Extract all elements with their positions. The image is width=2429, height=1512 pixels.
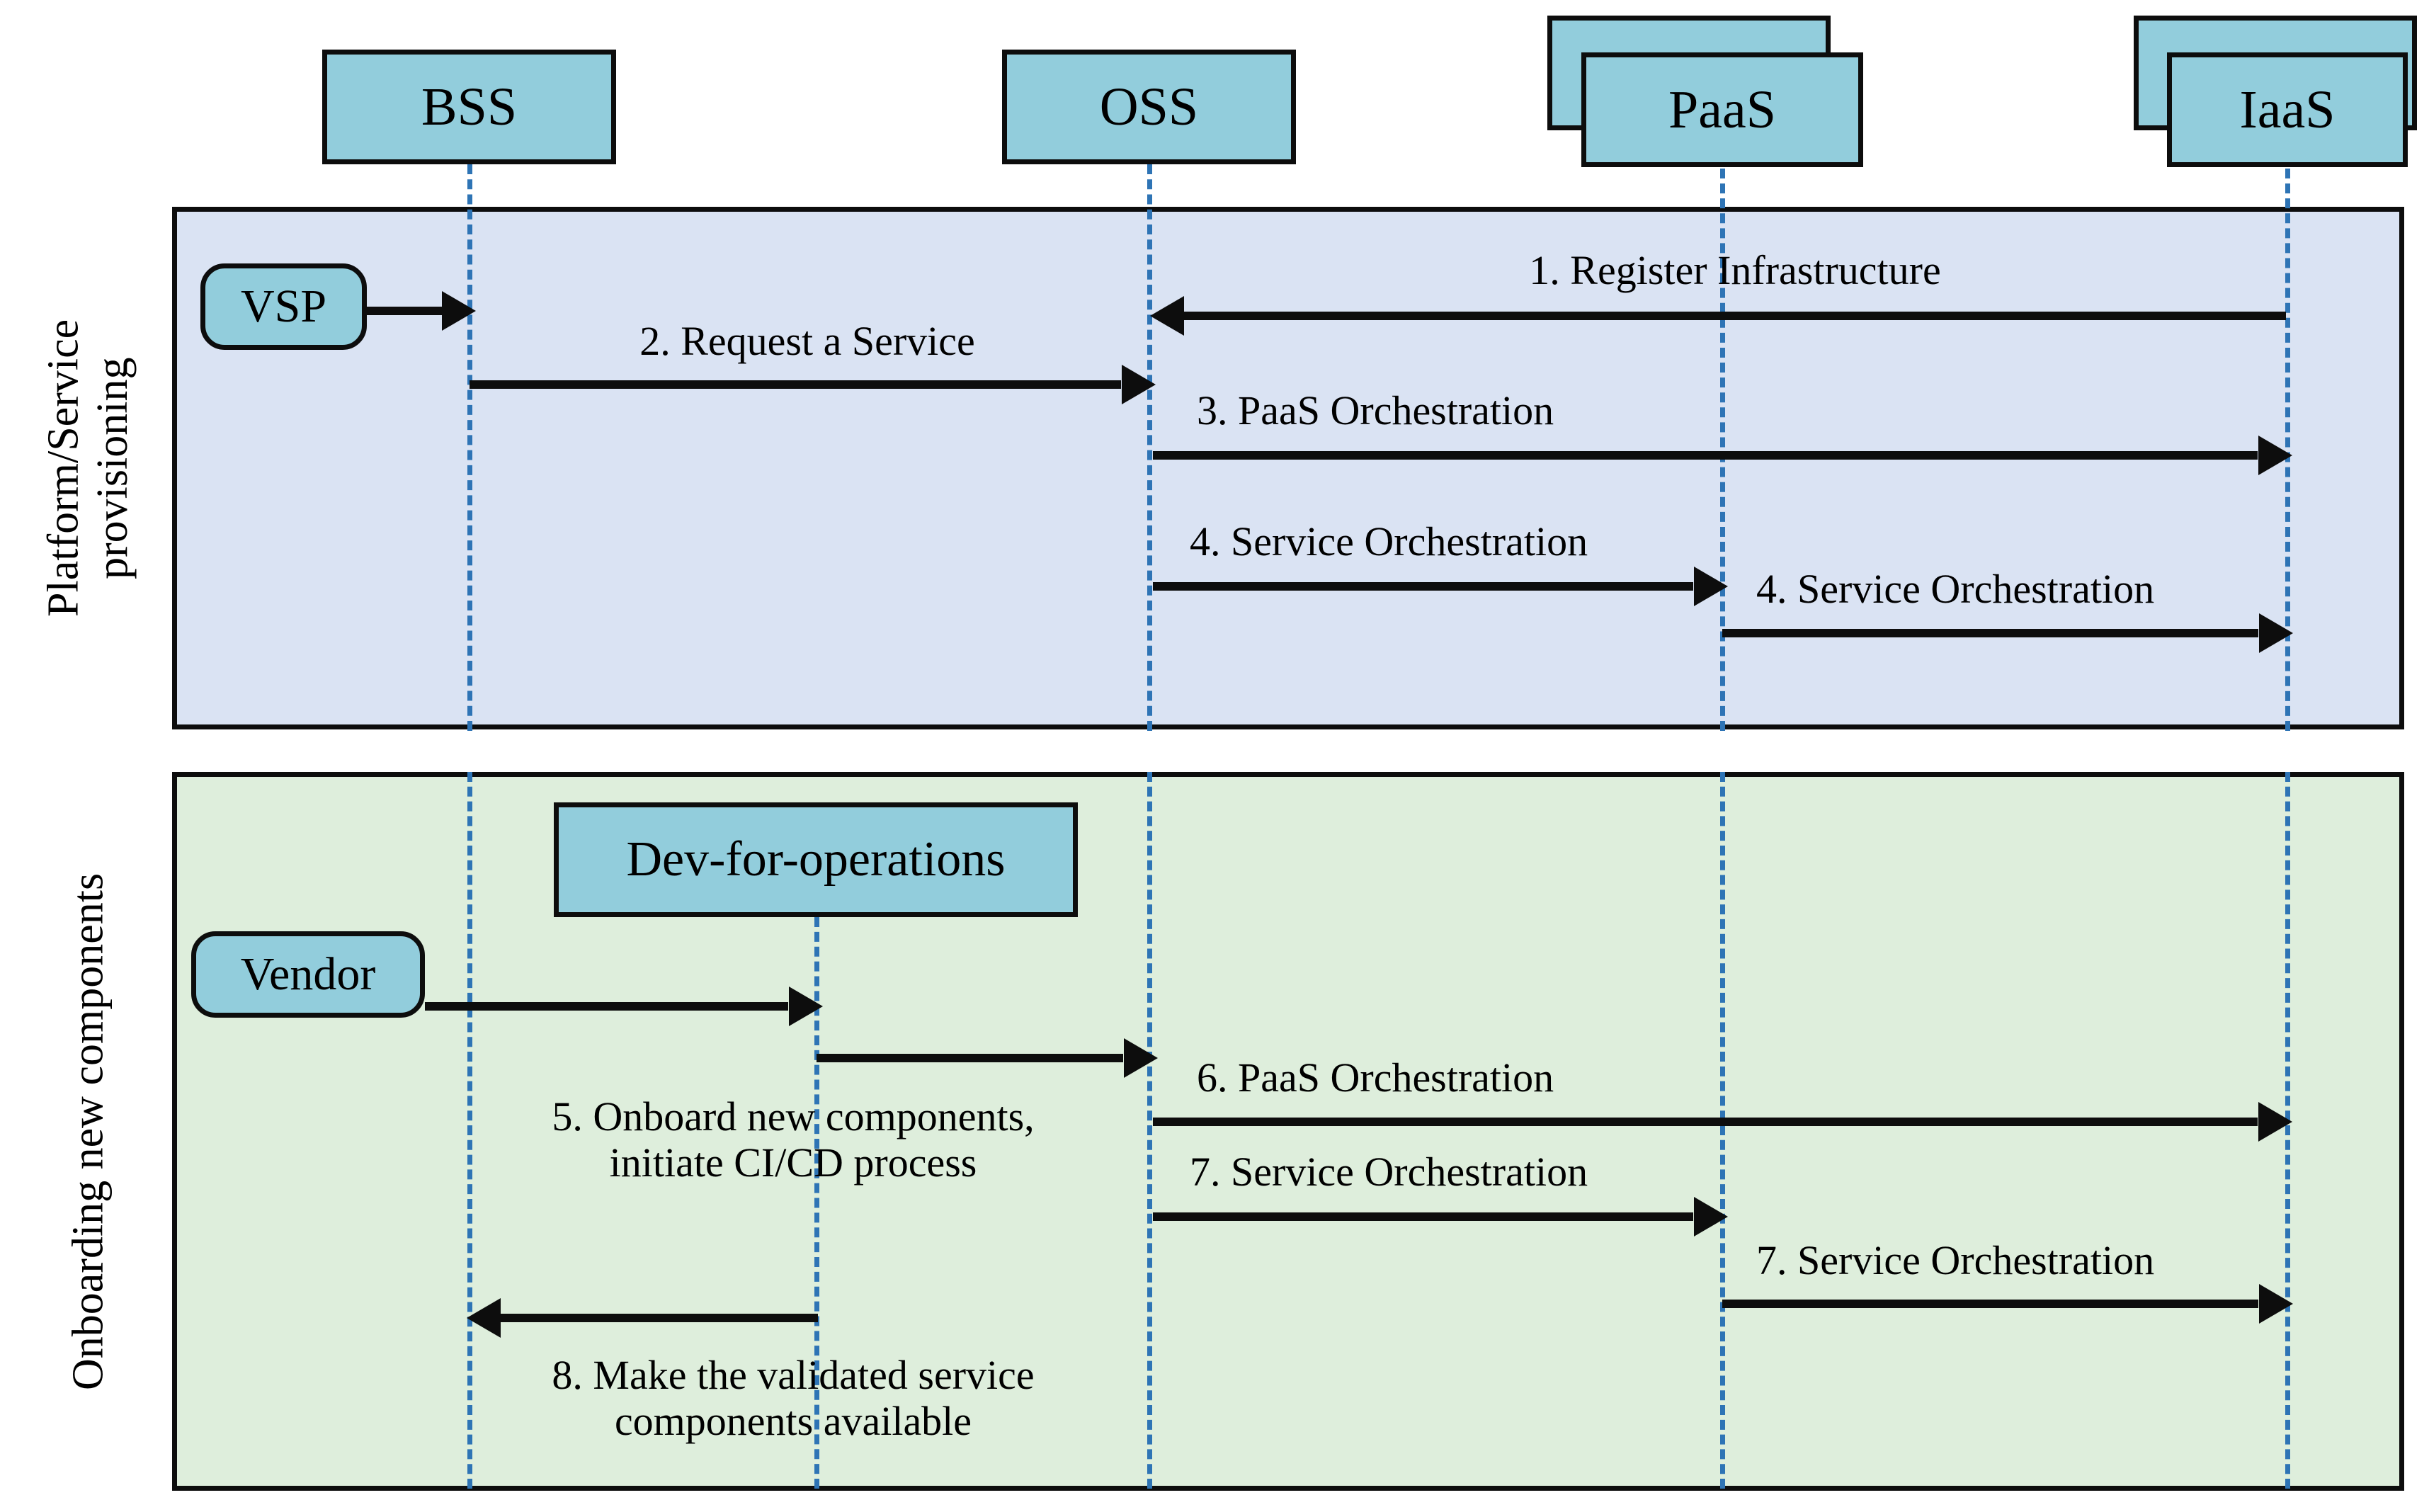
message-vendor-to-devops-arrowhead xyxy=(789,987,823,1026)
actor-vsp-label: VSP xyxy=(240,280,327,332)
message-7a-shaft xyxy=(1153,1212,1693,1221)
message-4a-arrowhead xyxy=(1694,567,1728,606)
lifeline-oss-lower xyxy=(1147,772,1152,1489)
lifeline-head-dev-for-operations[interactable]: Dev-for-operations xyxy=(554,802,1078,917)
side-label-provisioning: Platform/Service provisioning xyxy=(39,319,137,618)
message-4b-label: 4. Service Orchestration xyxy=(1756,566,2155,612)
actor-vendor[interactable]: Vendor xyxy=(191,931,425,1018)
lifeline-head-paas-label: PaaS xyxy=(1668,80,1776,140)
lifeline-bss-lower xyxy=(467,772,472,1489)
message-2-label: 2. Request a Service xyxy=(639,318,975,364)
panel-onboarding-new-components xyxy=(172,772,2404,1491)
message-vsp-to-bss-shaft xyxy=(367,307,445,315)
lifeline-head-bss[interactable]: BSS xyxy=(322,50,616,164)
message-4a-shaft xyxy=(1153,582,1693,591)
lifeline-head-oss-label: OSS xyxy=(1099,77,1199,137)
message-3-arrowhead xyxy=(2258,436,2292,475)
lifeline-oss-upper xyxy=(1147,164,1152,731)
message-2-shaft xyxy=(470,380,1121,389)
message-3-label: 3. PaaS Orchestration xyxy=(1197,387,1554,433)
message-7b-arrowhead xyxy=(2259,1284,2293,1324)
message-8-shaft xyxy=(501,1314,818,1322)
lifeline-dev-for-operations xyxy=(814,917,819,1489)
message-3-shaft xyxy=(1153,451,2258,460)
message-4b-shaft xyxy=(1722,629,2258,637)
message-6-arrowhead xyxy=(2258,1102,2292,1142)
lifeline-head-iaas-label: IaaS xyxy=(2239,80,2336,140)
message-5-arrowhead xyxy=(1124,1038,1158,1078)
lifeline-head-oss[interactable]: OSS xyxy=(1002,50,1296,164)
message-7a-arrowhead xyxy=(1694,1197,1728,1237)
actor-vsp[interactable]: VSP xyxy=(200,263,367,350)
message-7a-label: 7. Service Orchestration xyxy=(1190,1149,1588,1195)
message-vendor-to-devops-shaft xyxy=(425,1002,788,1011)
message-1-label: 1. Register Infrastructure xyxy=(1529,247,1941,293)
message-8-label: 8. Make the validated service components… xyxy=(552,1352,1035,1444)
message-1-arrowhead xyxy=(1150,296,1184,336)
message-5-label: 5. Onboard new components, initiate CI/C… xyxy=(552,1093,1035,1186)
message-6-shaft xyxy=(1153,1118,2258,1126)
message-2-arrowhead xyxy=(1122,365,1156,404)
message-7b-shaft xyxy=(1722,1300,2258,1308)
message-7b-label: 7. Service Orchestration xyxy=(1756,1237,2155,1283)
message-6-label: 6. PaaS Orchestration xyxy=(1197,1055,1554,1101)
panel-platform-service-provisioning xyxy=(172,207,2404,729)
lifeline-head-bss-label: BSS xyxy=(421,77,518,137)
message-1-shaft xyxy=(1184,312,2286,320)
actor-vendor-label: Vendor xyxy=(240,948,376,1000)
lifeline-head-paas[interactable]: PaaS xyxy=(1581,52,1863,167)
lifeline-paas-upper xyxy=(1720,169,1725,731)
message-8-arrowhead xyxy=(467,1298,501,1338)
lifeline-bss-upper xyxy=(467,164,472,731)
lifeline-paas-lower xyxy=(1720,772,1725,1489)
message-4a-label: 4. Service Orchestration xyxy=(1190,518,1588,564)
message-5-shaft xyxy=(817,1054,1123,1062)
lifeline-head-dev-for-operations-label: Dev-for-operations xyxy=(626,832,1006,887)
message-4b-arrowhead xyxy=(2259,613,2293,653)
side-label-onboarding: Onboarding new components xyxy=(64,872,113,1390)
lifeline-head-iaas[interactable]: IaaS xyxy=(2167,52,2408,167)
message-vsp-to-bss-arrowhead xyxy=(442,291,476,331)
